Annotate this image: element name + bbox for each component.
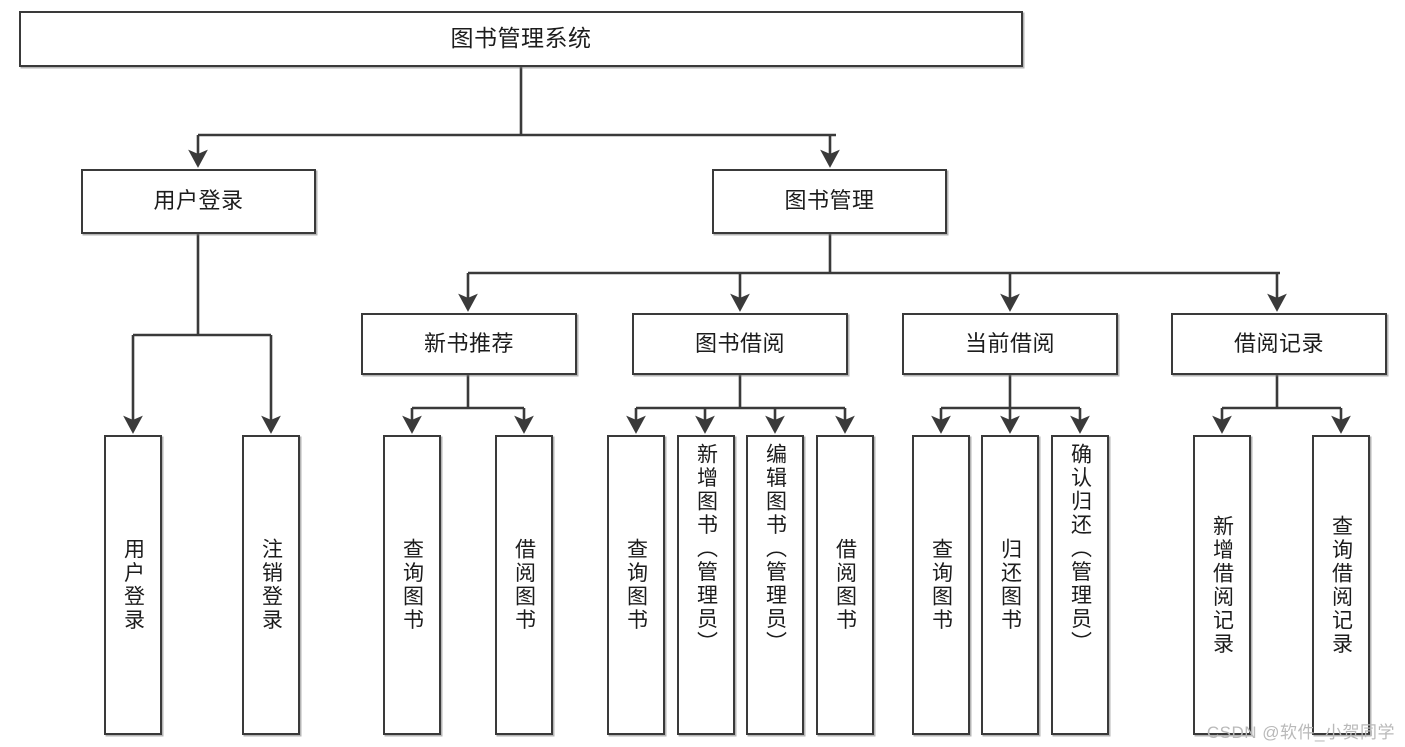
node-label: 借阅图书 — [512, 538, 536, 632]
node-user-login[interactable]: 用户登录 — [81, 169, 316, 234]
node-label: 新增图书（管理员） — [694, 443, 718, 655]
leaf-currentborrow-query-book[interactable]: 查询图书 — [912, 435, 970, 735]
node-borrow-record[interactable]: 借阅记录 — [1171, 313, 1387, 375]
leaf-currentborrow-return-book[interactable]: 归还图书 — [981, 435, 1039, 735]
leaf-bookborrow-query-book[interactable]: 查询图书 — [607, 435, 665, 735]
node-label: 查询图书 — [624, 538, 648, 632]
node-label: 归还图书 — [998, 538, 1022, 632]
leaf-currentborrow-confirm-return-admin[interactable]: 确认归还（管理员） — [1051, 435, 1109, 735]
node-label: 编辑图书（管理员） — [763, 443, 787, 655]
leaf-borrowrecord-query-record[interactable]: 查询借阅记录 — [1312, 435, 1370, 735]
node-current-borrow[interactable]: 当前借阅 — [902, 313, 1118, 375]
leaf-bookborrow-add-book-admin[interactable]: 新增图书（管理员） — [677, 435, 735, 735]
leaf-bookborrow-edit-book-admin[interactable]: 编辑图书（管理员） — [746, 435, 804, 735]
watermark-text: CSDN @软件_小贺同学 — [1206, 723, 1395, 742]
leaf-user-login-logout[interactable]: 注销登录 — [242, 435, 300, 735]
node-label: 查询图书 — [929, 538, 953, 632]
node-label: 借阅图书 — [833, 538, 857, 632]
connector-newbook-to-leaves — [402, 375, 534, 434]
leaf-bookborrow-borrow-book[interactable]: 借阅图书 — [816, 435, 874, 735]
node-label: 当前借阅 — [964, 330, 1055, 356]
connector-bookborrow-to-leaves — [626, 375, 855, 434]
leaf-newbook-query-book[interactable]: 查询图书 — [383, 435, 441, 735]
node-book-borrow[interactable]: 图书借阅 — [632, 313, 848, 375]
leaf-borrowrecord-add-record[interactable]: 新增借阅记录 — [1193, 435, 1251, 735]
node-label: 新书推荐 — [423, 330, 514, 356]
connector-bookmgmt-to-level3 — [458, 234, 1287, 312]
node-label: 图书借阅 — [694, 330, 785, 356]
node-label: 注销登录 — [259, 538, 283, 632]
node-label: 借阅记录 — [1233, 330, 1324, 356]
node-label: 新增借阅记录 — [1210, 514, 1234, 656]
connector-root-to-level2 — [188, 67, 840, 168]
node-label: 用户登录 — [121, 538, 145, 632]
leaf-user-login-login[interactable]: 用户登录 — [104, 435, 162, 735]
connector-currentborrow-to-leaves — [931, 375, 1090, 434]
node-label: 确认归还（管理员） — [1068, 443, 1092, 655]
node-label: 查询图书 — [400, 538, 424, 632]
node-label: 查询借阅记录 — [1329, 514, 1353, 656]
node-label: 用户登录 — [153, 188, 244, 214]
node-book-management[interactable]: 图书管理 — [712, 169, 947, 234]
node-label: 图书管理系统 — [450, 25, 592, 52]
node-new-book-recommend[interactable]: 新书推荐 — [361, 313, 577, 375]
leaf-newbook-borrow-book[interactable]: 借阅图书 — [495, 435, 553, 735]
connector-userlogin-to-leaves — [123, 234, 281, 434]
node-root-book-management-system[interactable]: 图书管理系统 — [19, 11, 1023, 67]
connector-borrowrecord-to-leaves — [1212, 375, 1351, 434]
node-label: 图书管理 — [784, 188, 875, 214]
